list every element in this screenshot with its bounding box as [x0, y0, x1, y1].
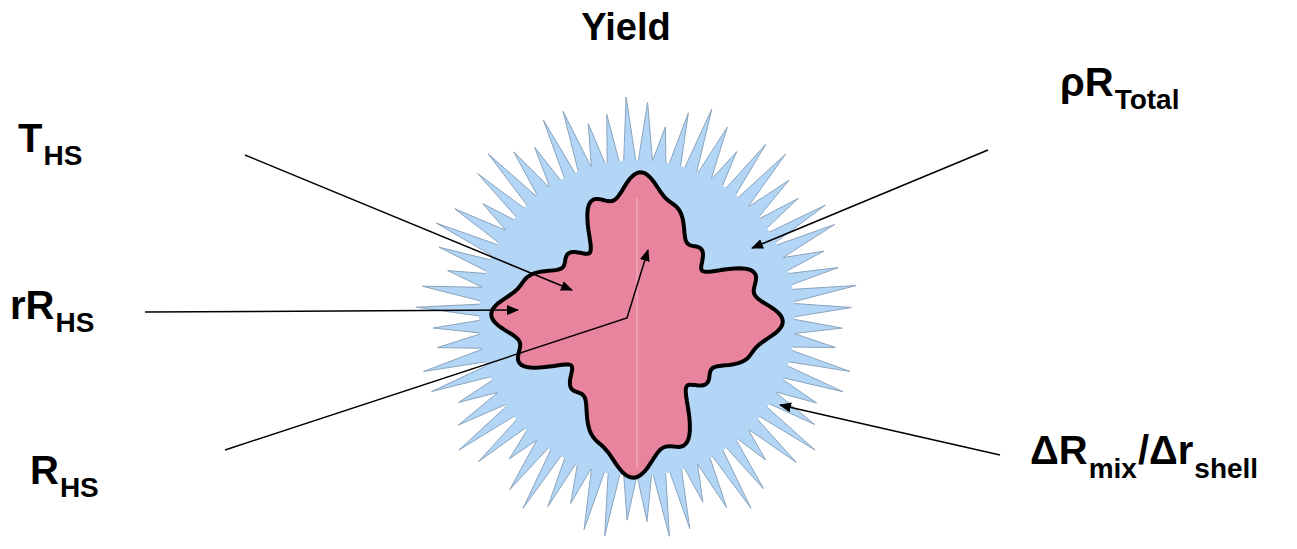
symbol-main: ΔR	[1030, 430, 1088, 470]
leader-line	[225, 250, 648, 450]
diagram-title: Yield	[581, 8, 670, 46]
symbol-subscript: shell	[1194, 455, 1258, 483]
symbol-subscript: HS	[60, 474, 99, 502]
leader-line	[245, 155, 572, 290]
leader-line	[145, 310, 518, 312]
leader-line	[780, 405, 1000, 455]
symbol-main: rR	[10, 285, 54, 325]
hot-spot	[491, 172, 782, 477]
shell-outline	[416, 97, 856, 536]
leader-lines	[145, 150, 1000, 455]
shell-spikes	[416, 97, 856, 536]
symbol-main: ρR	[1060, 62, 1114, 102]
symbol-subscript: HS	[43, 142, 82, 170]
symbol-main: R	[30, 450, 59, 490]
symbol-main: /Δr	[1138, 430, 1193, 470]
symbol-subscript: HS	[55, 309, 94, 337]
symbol-main: T	[18, 118, 42, 158]
seam-line	[637, 198, 638, 468]
hot-spot-outline	[491, 172, 782, 477]
symbol-subscript: mix	[1089, 455, 1137, 483]
symbol-subscript: Total	[1115, 86, 1180, 114]
leader-line	[752, 150, 988, 248]
